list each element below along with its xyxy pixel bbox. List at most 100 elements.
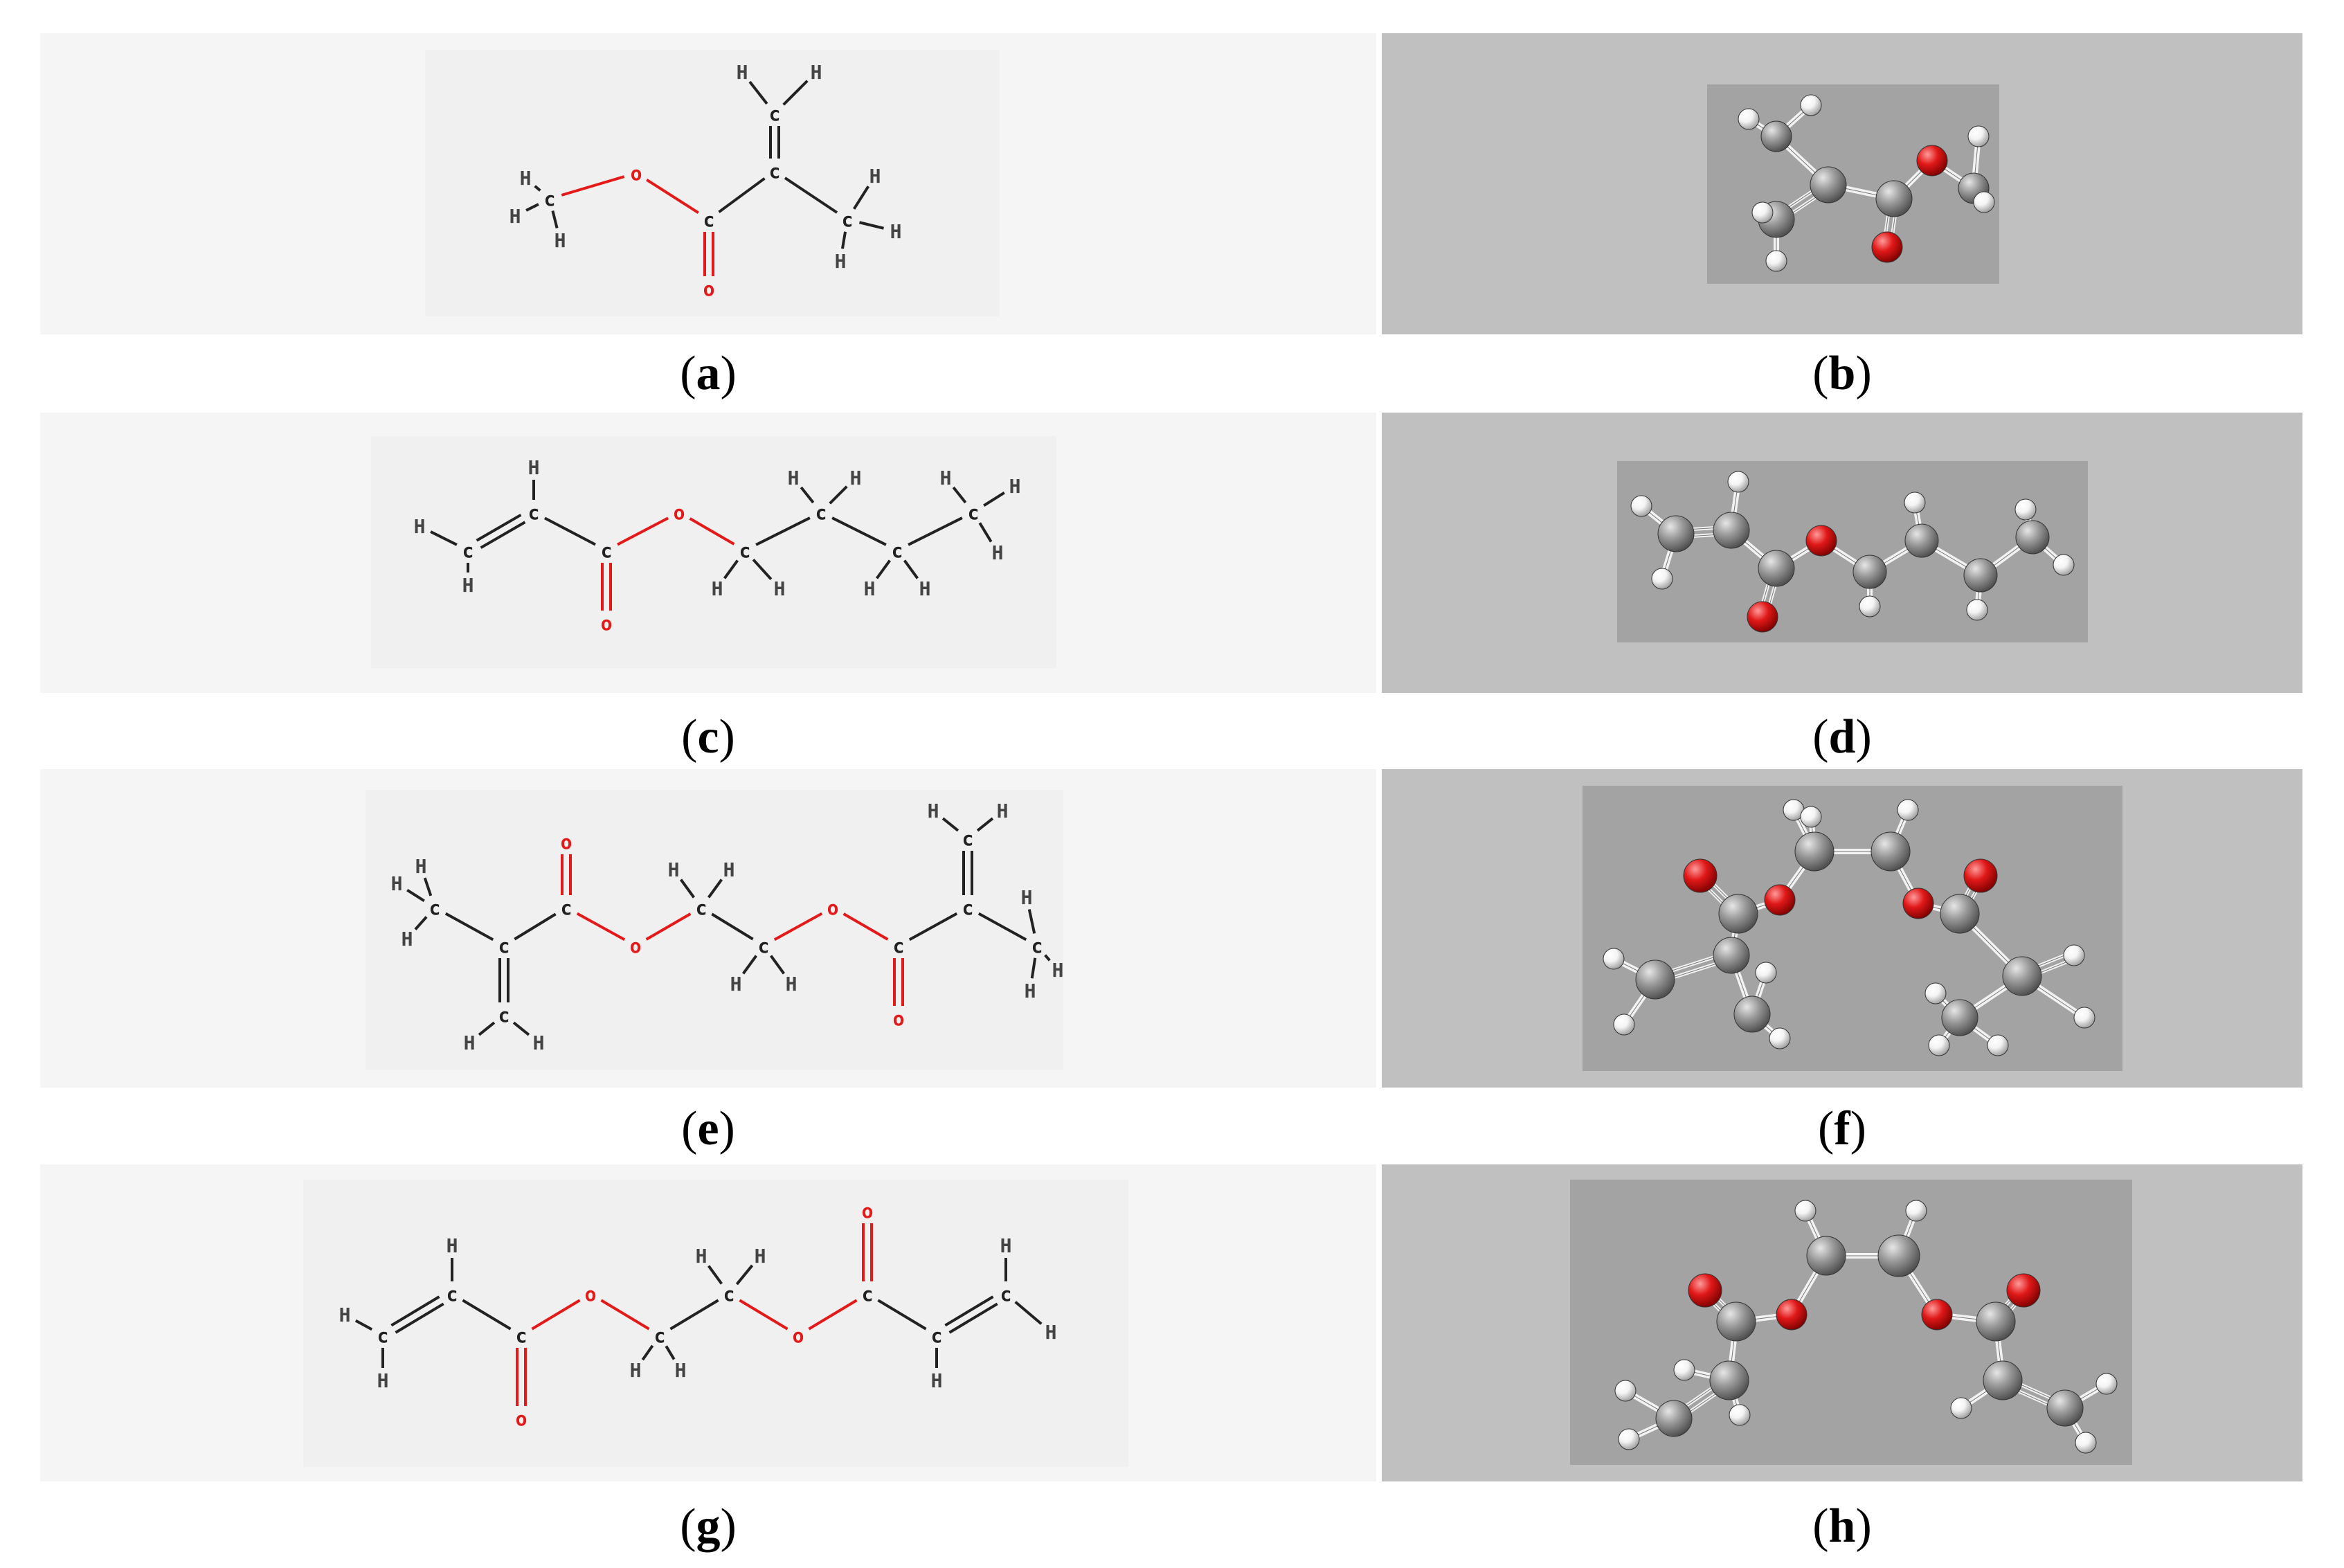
hydrogen-ball [1613,1013,1635,1036]
oxygen-ball [2006,1273,2041,1308]
hydrogen-atom-label: H [414,515,426,538]
hydrogen-atom-label: H [997,800,1009,822]
carbon-atom-label: c [723,1283,735,1306]
single-bond-line [769,955,786,975]
carbon-atom-label: c [516,1324,528,1347]
model-d-balls [1630,471,2075,633]
model-f-svg [1603,799,2095,1056]
hydrogen-ball [1904,492,1926,514]
double-bond-line [395,1302,444,1334]
carbon-ball [1810,166,1847,204]
single-bond-line [748,80,768,105]
single-bond-line [739,1299,788,1331]
carbon-ball [1941,999,1978,1036]
carbon-ball [1852,555,1887,589]
single-bond-line [617,516,669,546]
oxygen-ball [1805,525,1837,557]
single-bond-line [941,817,959,832]
hydrogen-atom-label: H [931,1369,943,1392]
model-d-sticks [1639,479,2066,620]
hydrogen-atom-label: H [528,456,540,479]
caption-a: (a) [680,347,737,400]
hydrogen-atom-label: H [1025,980,1036,1002]
hydrogen-atom-label: H [755,1245,766,1268]
carbon-ball [1904,523,1939,558]
single-bond-line [707,878,723,899]
single-bond-line [641,1344,654,1361]
hydrogen-atom-label: H [462,574,474,597]
carbon-atom-label: c [892,539,903,562]
oxygen-ball [1963,858,1998,893]
hydrogen-atom-label: H [712,577,723,600]
carbon-atom-label: c [758,935,770,957]
single-bond-line [462,1299,512,1331]
carbon-atom-label: c [447,1283,458,1306]
single-bond-line [773,912,823,941]
hydrogen-atom-label: H [864,577,876,600]
single-bond-line [1030,957,1037,979]
hydrogen-ball [1603,948,1625,970]
single-bond-line [512,1021,530,1036]
carbon-ball [1635,959,1675,1000]
hydrogen-ball [1651,568,1673,590]
hydrogen-ball [1800,94,1822,116]
hydrogen-atom-label: H [630,1359,642,1382]
hydrogen-ball [1924,982,1947,1004]
oxygen-atom-label: o [631,162,642,185]
model-d-canvas [1617,461,2088,642]
carbon-atom-label: c [893,935,905,957]
single-bond-line [534,185,541,192]
single-bond-line [752,558,773,581]
oxygen-ball [1776,1299,1807,1331]
single-bond-line [646,178,699,215]
carbon-atom-label: c [544,188,556,210]
carbon-ball [1940,894,1980,934]
oxygen-atom-label: o [703,278,715,300]
carbon-atom-label: c [1031,935,1043,957]
caption-d: (d) [1812,710,1872,764]
single-bond-line [741,955,758,975]
hydrogen-ball [2095,1373,2118,1395]
hydrogen-ball [1729,1404,1751,1426]
oxygen-ball [1688,1273,1722,1308]
carbon-atom-label: c [962,827,974,850]
panel-f [1382,769,2302,1088]
hydrogen-ball [1987,1034,2009,1056]
single-bond-line [908,912,958,941]
hydrogen-atom-label: H [402,928,413,950]
single-bond-line [859,221,884,230]
structure-g-bonds [354,1223,1043,1406]
hydrogen-atom-label: H [447,1234,458,1257]
hydrogen-atom-label: H [992,541,1004,564]
single-bond-line [1044,954,1051,962]
hydrogen-ball [2073,1007,2095,1029]
hydrogen-ball [1751,201,1774,224]
carbon-atom-label: c [968,501,980,524]
single-bond-line [1027,909,1036,934]
carbon-ball [1875,180,1913,217]
carbon-atom-label: c [739,539,751,562]
hydrogen-atom-label: H [890,220,902,243]
hydrogen-ball [1950,1397,1972,1419]
single-bond-line [354,1319,373,1331]
single-bond-line [414,916,428,930]
single-bond-line [430,530,458,546]
carbon-ball [1794,831,1834,872]
carbon-atom-label: c [862,1283,874,1306]
carbon-ball [1709,1360,1749,1400]
single-bond-line [531,1299,581,1331]
single-bond-line [842,912,889,941]
hydrogen-ball [1973,191,1995,213]
single-bond-line [875,559,892,579]
hydrogen-atom-label: H [811,61,822,84]
hydrogen-ball [1738,108,1760,130]
hydrogen-ball [1630,495,1652,517]
